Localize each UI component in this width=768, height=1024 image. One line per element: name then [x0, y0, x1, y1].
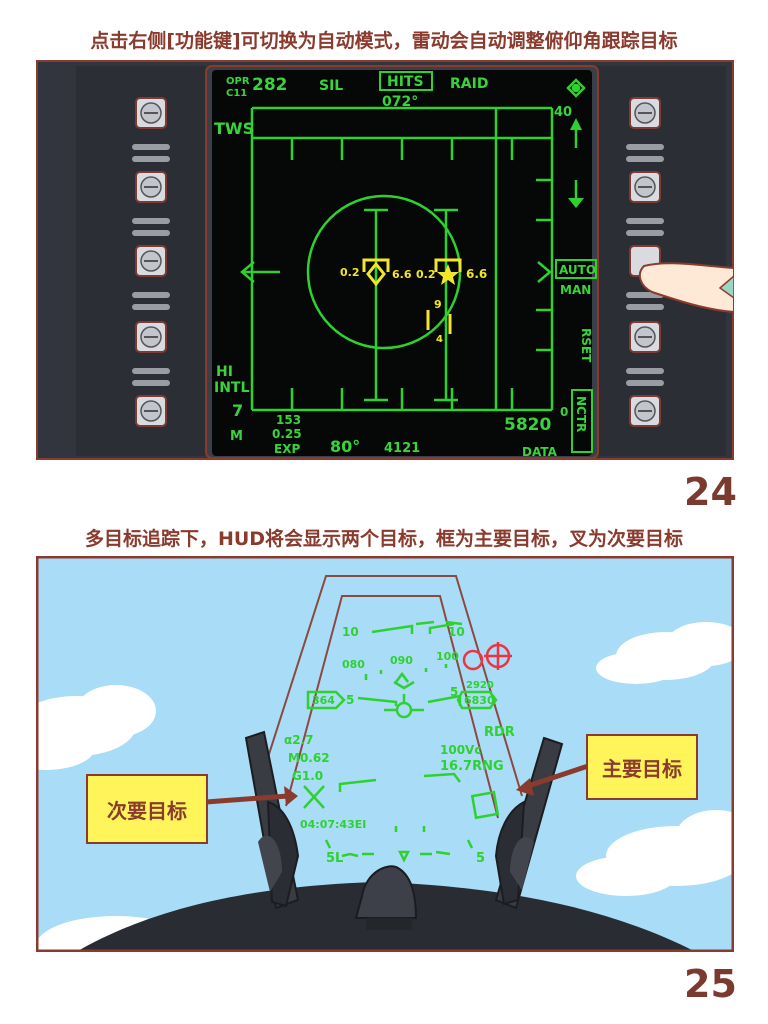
mfd-hits: HITS	[387, 74, 424, 90]
target-diamond-1	[366, 261, 386, 287]
radar-targets	[362, 258, 462, 334]
hud-speed: 364	[312, 694, 335, 707]
mfd-raid: RAID	[450, 76, 488, 92]
mfd-heading-top: 282	[252, 75, 288, 95]
mfd-scale-40: 40	[554, 105, 572, 120]
mfd-t2: 0.25	[272, 427, 302, 441]
mfd-rset: RSET	[579, 328, 593, 363]
hud-time: 04:07:43EI	[300, 818, 366, 831]
mfd-sil: SIL	[319, 78, 343, 94]
tgt2-left: 0.2	[416, 268, 436, 281]
finger-icon	[638, 262, 734, 314]
hud-symbology	[303, 620, 512, 863]
mfd-m: M	[230, 429, 243, 444]
target-bracket-1	[362, 258, 390, 272]
mfd-man: MAN	[560, 283, 591, 297]
mfd-auto-box	[555, 259, 597, 279]
canopy-strut-left	[244, 730, 300, 910]
mfd-auto: AUTO	[559, 263, 596, 277]
mfd-tws: TWS	[214, 119, 254, 138]
tgt1-right: 6.6	[392, 268, 412, 281]
hud-rdr: RDR	[484, 725, 515, 740]
hud-alpha: α2.7	[284, 733, 314, 747]
hud-rng: 16.7RNG	[440, 759, 504, 774]
hud-hdg-080: 080	[342, 658, 365, 671]
mfd-c11: C11	[226, 88, 247, 99]
mfd-heading: 072°	[382, 94, 418, 110]
label-secondary-target: 次要目标	[86, 774, 208, 844]
panel1-caption: 点击右侧[功能键]可切换为自动模式，雷动会自动调整俯仰角跟踪目标	[90, 30, 678, 52]
hud-bottom-left: 5L	[326, 851, 343, 866]
target-bracket-2	[434, 258, 462, 272]
pointer-arrows	[205, 763, 589, 806]
panel2-caption: 多目标追踪下，HUD将会显示两个目标，框为主要目标，叉为次要目标	[84, 528, 684, 550]
right-bezel-buttons	[626, 97, 664, 427]
tgt-four: 4	[436, 334, 443, 345]
mfd-zero: 0	[560, 405, 568, 419]
scale-arrows	[566, 78, 586, 208]
hud-bottom-right: 5	[476, 851, 485, 866]
left-bezel-buttons	[132, 97, 170, 427]
mfd-range: 5820	[504, 415, 551, 435]
hud-pitch-10-left: 10	[342, 625, 359, 639]
mfd-opr: OPR	[226, 76, 250, 87]
page-number-25: 25	[684, 962, 737, 1006]
page-number-24: 24	[684, 470, 737, 514]
hud-pitch-5-right: 5	[450, 685, 458, 699]
mfd-t1: 153	[276, 413, 301, 427]
mfd-alt: 4121	[384, 441, 420, 456]
mfd-data: DATA	[522, 445, 558, 459]
hud-pitch-10-right: 10	[448, 625, 465, 639]
mfd-exp: EXP	[274, 442, 300, 456]
hud-mach: M0.62	[288, 751, 330, 765]
hud-alt-small: 2920	[466, 680, 494, 691]
hud-hdg-090: 090	[390, 654, 413, 667]
mfd-hits-box	[379, 71, 433, 91]
target-star-2	[437, 264, 459, 285]
mfd-nctr: NCTR	[574, 396, 588, 432]
hud-g: G1.0	[292, 769, 323, 783]
hud-hdg-100: 100	[436, 650, 459, 663]
hud-alt: 6830	[464, 694, 495, 707]
mfd-nctr-box	[571, 389, 593, 453]
mfd-panel: OPR C11 282 SIL HITS RAID 072° 40 TWS AU…	[36, 60, 734, 460]
label-primary-target: 主要目标	[586, 734, 698, 800]
tgt1-left: 0.2	[340, 266, 360, 279]
clouds	[36, 622, 734, 952]
mfd-intl: INTL	[214, 380, 249, 396]
mfd-angle: 80°	[330, 437, 360, 456]
hud-closure: 100Vc	[440, 743, 481, 757]
mfd-seven: 7	[232, 401, 243, 420]
mfd-hi: HI	[216, 364, 233, 380]
tgt-nine: 9	[434, 298, 442, 311]
radar-scope	[240, 106, 554, 412]
hud-pitch-5-left: 5	[346, 693, 354, 707]
canopy-strut-right	[494, 736, 564, 910]
tgt2-right: 6.6	[466, 267, 487, 281]
